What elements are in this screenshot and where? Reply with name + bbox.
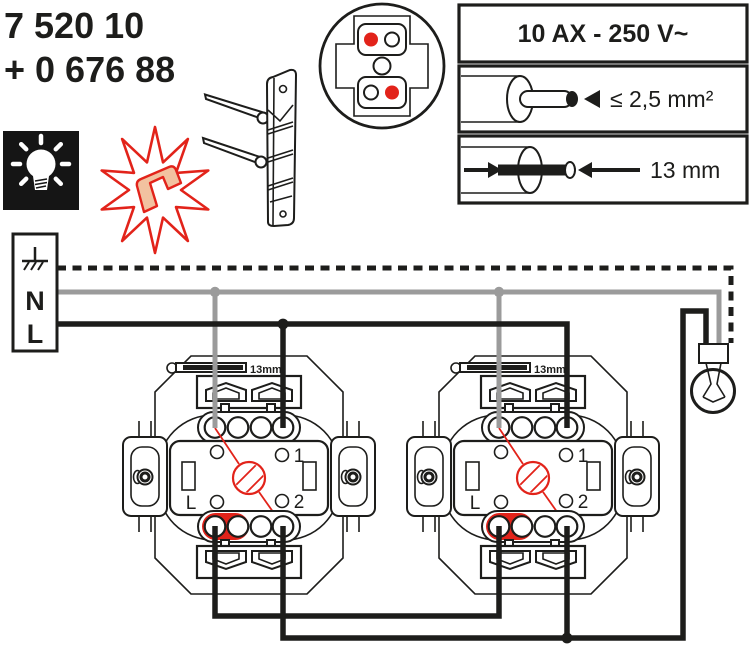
supply-box: N L <box>11 232 59 353</box>
junction-dot <box>493 286 505 298</box>
arrow-left-icon <box>584 90 600 108</box>
bulb-icon <box>26 149 56 179</box>
cross-section-graphic <box>461 75 600 123</box>
red-hole-marker <box>385 85 399 100</box>
common-link-wire <box>212 526 502 619</box>
earth-wire <box>57 265 734 343</box>
mechanism-body <box>265 68 298 228</box>
switch-unit-2 <box>407 356 659 594</box>
rating-label: 10 AX - 250 V~ <box>518 20 689 48</box>
junction-dot <box>561 632 573 644</box>
strip-length-graphic <box>461 146 640 194</box>
bulb-rays <box>10 133 72 187</box>
red-hole-marker <box>364 32 378 47</box>
lamp-bulb-icon <box>690 368 736 414</box>
lighting-icon <box>3 131 79 210</box>
staple-icon <box>135 165 183 214</box>
earth-icon <box>22 247 48 271</box>
staple-burst <box>100 125 210 255</box>
mechanism-side-view <box>201 68 298 228</box>
wiring <box>57 265 734 644</box>
strip-length-label: 13 mm <box>650 157 720 183</box>
wire-pin <box>203 93 266 122</box>
arrow-left-icon <box>578 162 592 178</box>
lamp-return-wire <box>280 308 709 641</box>
line-label: L <box>27 319 44 349</box>
product-codes: 7 520 10 + 0 676 88 <box>4 5 175 90</box>
mechanism-back-view <box>318 2 446 130</box>
switch-unit-1 <box>123 356 375 594</box>
lamp-cap <box>698 343 729 364</box>
starburst-icon <box>100 125 210 255</box>
neutral-label: N <box>25 286 45 316</box>
junction-dot <box>209 286 221 298</box>
product-code-line2: + 0 676 88 <box>4 49 175 90</box>
spec-box: 10 AX - 250 V~ ≤ 2,5 mm² 13 mm <box>457 3 749 205</box>
cross-section-label: ≤ 2,5 mm² <box>610 86 714 112</box>
neutral-wire <box>57 289 722 428</box>
line-wire <box>57 321 570 428</box>
lamp <box>690 343 736 414</box>
wire-pin <box>201 136 264 167</box>
junction-dot <box>277 318 289 330</box>
product-code-line1: 7 520 10 <box>4 5 144 46</box>
arrow-right-icon <box>488 162 502 178</box>
